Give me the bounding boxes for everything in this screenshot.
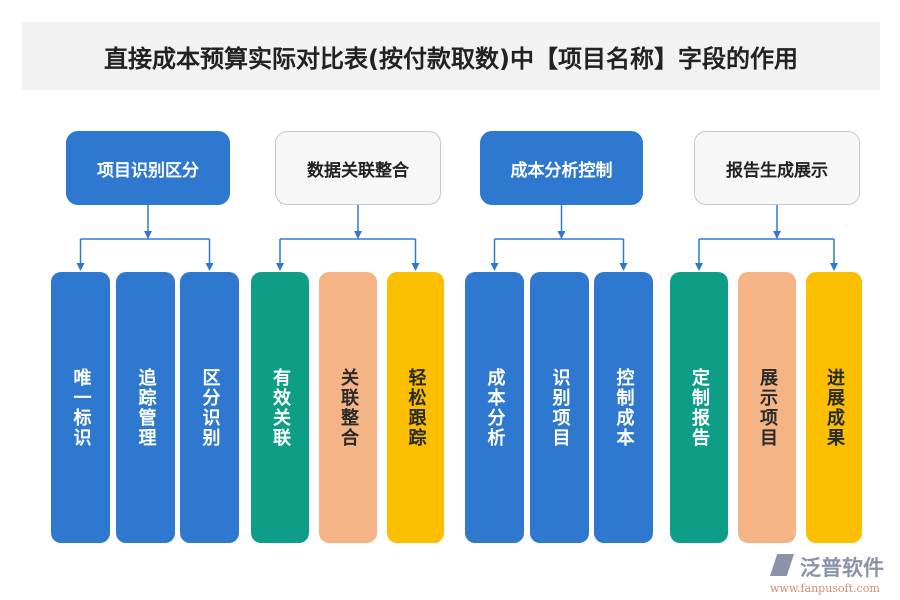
group-header: 数据关联整合 [275,131,441,205]
item-box: 定制报告 [670,272,728,543]
item-box: 轻松跟踪 [387,272,444,543]
arrow-head-icon [490,263,499,271]
item-box: 成本分析 [465,272,524,543]
arrow-head-icon [695,263,703,271]
item-box: 控制成本 [594,272,653,543]
group-header: 成本分析控制 [480,131,643,205]
watermark: 泛普软件 www.fanpusoft.com [770,552,884,595]
item-box: 有效关联 [251,272,309,543]
item-box: 进展成果 [806,272,862,543]
item-box: 展示项目 [738,272,796,543]
page-title: 直接成本预算实际对比表(按付款取数)中【项目名称】字段的作用 [22,22,880,90]
arrow-head-icon [411,263,420,271]
arrow-head-icon [773,231,781,239]
item-box: 识别项目 [530,272,589,543]
arrow-head-icon [830,263,838,271]
item-box: 唯一标识 [51,272,110,543]
watermark-url: www.fanpusoft.com [770,582,880,595]
arrow-head-icon [205,263,214,271]
item-box: 区分识别 [180,272,239,543]
arrow-head-icon [144,231,152,239]
arrow-head-icon [276,263,284,271]
arrow-head-icon [354,231,362,239]
group-header: 项目识别区分 [66,131,230,205]
item-box: 关联整合 [319,272,377,543]
group-header: 报告生成展示 [694,131,860,205]
item-box: 追踪管理 [116,272,175,543]
arrow-head-icon [76,263,85,271]
arrow-head-icon [557,231,566,239]
fanpu-logo-icon [770,554,794,576]
watermark-name: 泛普软件 [800,556,884,580]
arrow-head-icon [619,263,628,271]
